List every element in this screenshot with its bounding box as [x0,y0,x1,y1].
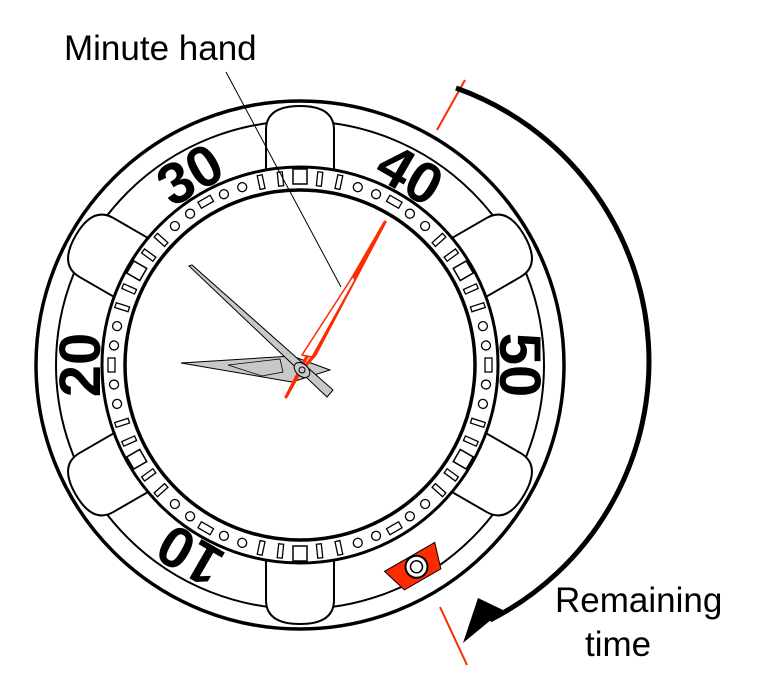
minute-marker [256,539,266,557]
minute-marker [237,537,248,548]
minute-marker [125,259,148,282]
minute-marker [484,357,493,373]
minute-marker [237,182,248,193]
bezel-lobes [67,104,533,626]
minute-marker [462,282,480,295]
arrowhead-icon [463,598,503,643]
minute-marker [352,182,363,193]
minute-marker [292,168,308,185]
minute-marker [469,301,487,313]
minute-marker [218,189,230,200]
minute-marker [443,248,460,263]
minute-marker [153,232,169,248]
minute-marker [108,379,120,390]
minute-marker [334,173,344,191]
minute-marker [184,208,196,219]
minute-marker [419,498,431,510]
end-tick [439,606,468,666]
minute-marker [462,435,480,448]
minute-marker [153,482,169,498]
minute-marker [315,543,324,559]
minute-marker [431,232,447,248]
minute-marker [113,417,131,429]
minute-marker [352,537,363,548]
bezel-lobe [67,431,151,517]
seconds-hand [188,264,334,398]
bezel-red-marker [383,541,442,591]
minute-marker [292,545,308,562]
minute-marker [370,189,382,200]
minute-hand [284,220,387,399]
minute-marker [477,398,489,410]
minute-marker [140,467,157,482]
minute-marker [419,220,431,232]
minute-marker [140,248,157,263]
minute-marker [169,498,181,510]
minute-marker [120,282,138,295]
bezel-lobe [265,104,335,172]
minute-marker [113,301,131,313]
minute-marker [111,398,123,410]
minute-marker [480,340,492,351]
minute-marker [111,320,123,332]
minute-marker [452,259,475,282]
minute-hand-leader-line [225,71,342,288]
minute-marker [107,357,116,373]
minute-marker [169,220,181,232]
minute-marker [477,320,489,332]
minute-marker [197,194,215,210]
minute-hand-label: Minute hand [64,29,257,68]
minute-marker [184,511,196,522]
minute-marker [120,435,138,448]
remaining-label-line1: Remaining [555,581,722,620]
minute-marker [315,171,324,187]
minute-marker [276,543,285,559]
minute-marker [370,530,382,541]
minute-marker [334,539,344,557]
minute-marker [108,340,120,351]
minute-marker [125,448,148,471]
remaining-label-line2: time [585,625,651,664]
minute-marker [197,520,215,536]
minute-marker [443,467,460,482]
minute-marker [256,173,266,191]
minute-marker [469,417,487,429]
minute-marker [385,194,403,210]
bezel-lobe [449,213,533,299]
minute-track [107,168,493,562]
minute-marker [385,520,403,536]
minute-marker [404,511,416,522]
bezel-lobe [265,558,335,626]
remaining-time-arc [455,85,652,623]
minute-marker [452,448,475,471]
minute-marker [404,208,416,219]
minute-marker [218,530,230,541]
minute-marker [480,379,492,390]
bezel-lobe [67,213,151,299]
minute-marker [431,482,447,498]
bezel-lobe [449,431,533,517]
